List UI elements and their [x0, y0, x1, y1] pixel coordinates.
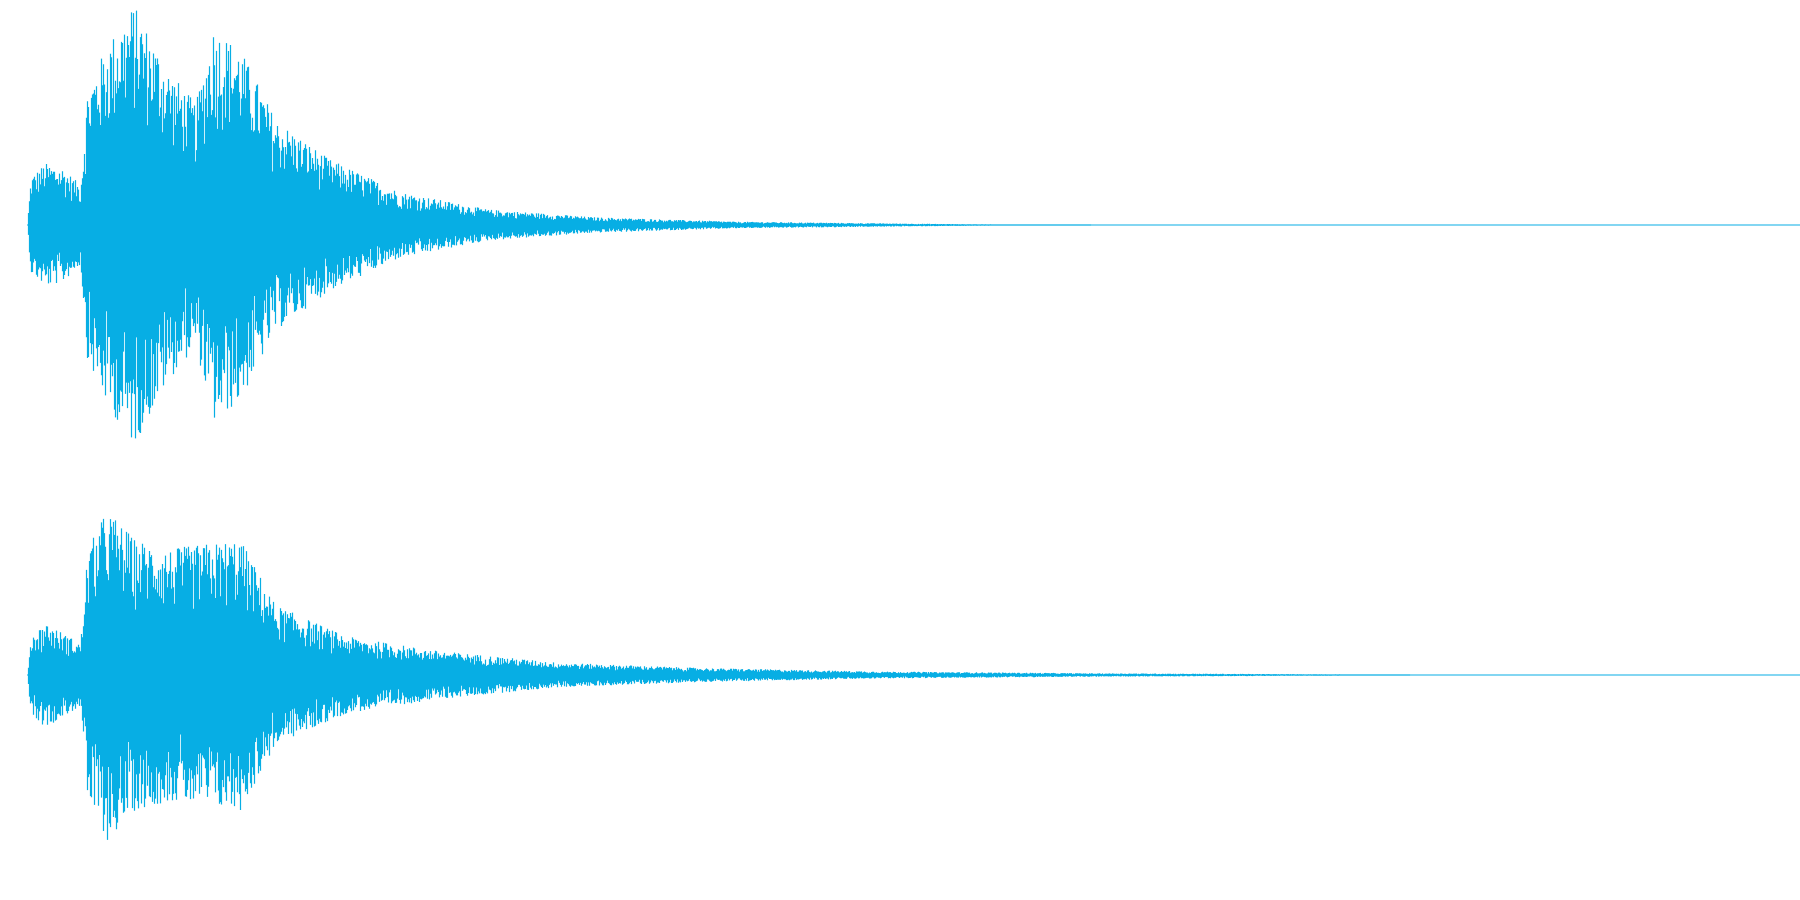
waveform-channel-2	[27, 518, 1800, 840]
waveform-channel-1	[27, 10, 1800, 439]
channel-1-waveform	[27, 10, 1092, 439]
channel-2-waveform	[27, 518, 1411, 840]
